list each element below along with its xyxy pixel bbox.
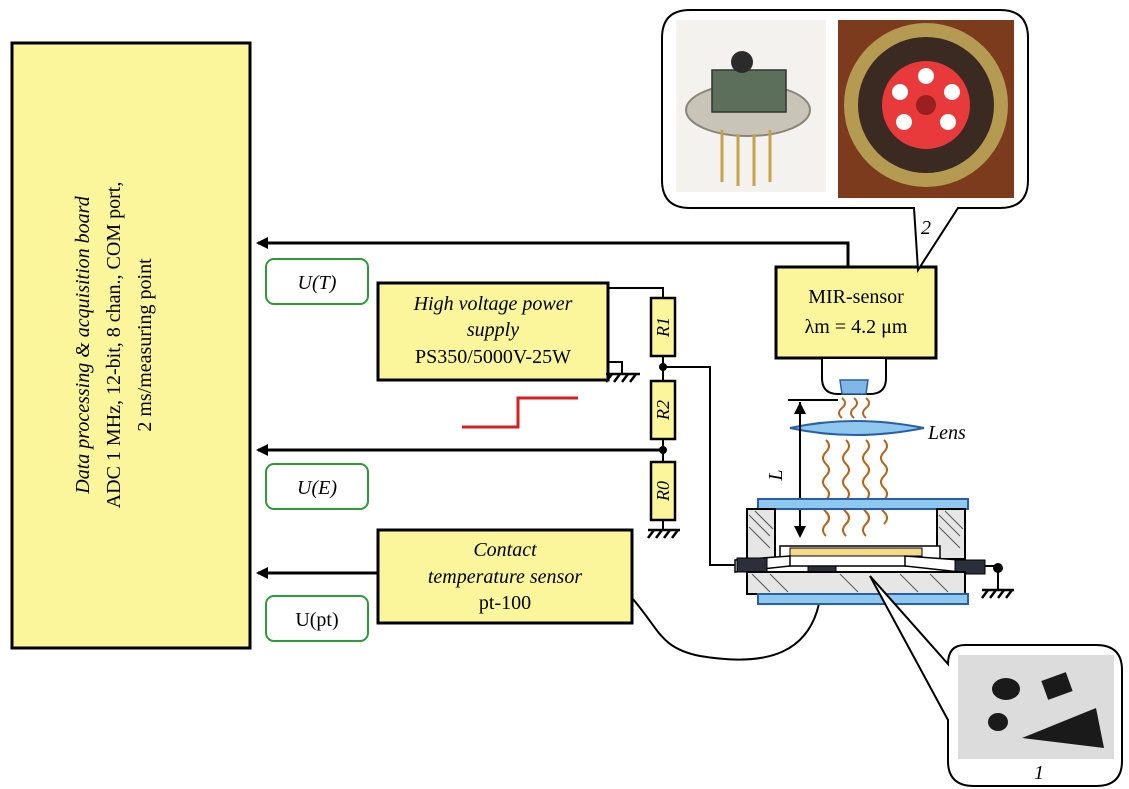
sensor-front-photo — [838, 20, 1014, 198]
daq-board-title: Data processing & acquisition board — [72, 195, 94, 494]
distance-arrow-head-bottom — [794, 526, 806, 538]
sample-cell — [735, 499, 985, 604]
lens-label: Lens — [927, 422, 966, 444]
sensor-side-photo — [676, 20, 826, 192]
signal-label-ue: U(E) — [266, 464, 368, 509]
svg-text:λm = 4.2 μm: λm = 4.2 μm — [805, 316, 908, 338]
svg-text:pt-100: pt-100 — [479, 592, 531, 614]
distance-label: L — [765, 469, 787, 481]
svg-text:R0: R0 — [653, 481, 673, 502]
sample-photo — [958, 655, 1114, 759]
svg-text:R1: R1 — [653, 317, 673, 338]
signal-label-ut: U(T) — [266, 259, 368, 304]
hv-ground-wire — [608, 362, 622, 374]
distance-arrow-head-top — [794, 402, 806, 414]
measurement-node — [659, 446, 667, 454]
resistor-r0: R0 — [651, 462, 675, 520]
daq-board-spec: ADC 1 MHz, 12-bit, 8 chan., COM port, — [103, 182, 125, 509]
contact-temperature-sensor: Contact temperature sensor pt-100 — [378, 530, 632, 623]
sensor-window — [840, 380, 868, 394]
svg-text:Contact: Contact — [473, 539, 537, 561]
svg-text:supply: supply — [467, 319, 519, 341]
daq-board: Data processing & acquisition board ADC … — [12, 43, 250, 648]
resistor-r2: R2 — [651, 381, 675, 439]
lens — [790, 421, 924, 435]
svg-text:temperature sensor: temperature sensor — [428, 566, 582, 588]
callout-number-2: 2 — [921, 217, 931, 239]
svg-text:R2: R2 — [653, 400, 673, 421]
resistor-r1: R1 — [651, 298, 675, 356]
mir-sensor: MIR-sensor λm = 4.2 μm — [776, 267, 936, 358]
svg-text:U(pt): U(pt) — [295, 609, 338, 631]
hv-ground-symbol — [606, 374, 640, 382]
signal-label-upt: U(pt) — [266, 596, 368, 641]
step-voltage-signal — [462, 398, 578, 427]
svg-text:U(T): U(T) — [298, 272, 337, 294]
daq-board-rate: 2 ms/measuring point — [134, 258, 156, 432]
hv-power-supply: High voltage power supply PS350/5000V-25… — [378, 283, 608, 380]
callout-number-1: 1 — [1034, 762, 1044, 784]
svg-text:High voltage power: High voltage power — [413, 293, 573, 315]
r0-ground-symbol — [648, 530, 680, 538]
cell-ground-node — [993, 563, 1003, 573]
svg-text:MIR-sensor: MIR-sensor — [808, 286, 904, 308]
hv-to-r1-wire — [608, 288, 663, 298]
ir-emission-waves — [823, 398, 887, 536]
cell-ground-symbol — [982, 590, 1014, 598]
svg-text:U(E): U(E) — [297, 477, 337, 499]
svg-text:PS350/5000V-25W: PS350/5000V-25W — [415, 346, 571, 368]
